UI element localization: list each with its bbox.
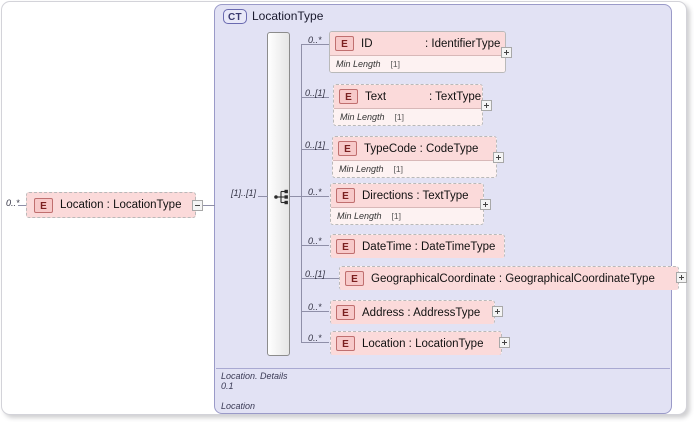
expand-toggle-id[interactable] xyxy=(501,47,512,58)
expand-toggle-address[interactable] xyxy=(492,306,503,317)
element-facet-id: Min Length [1] xyxy=(330,55,505,72)
sequence-icon xyxy=(274,189,288,205)
element-header-location: E Location : LocationType xyxy=(331,332,501,355)
cardinality-location: 0..* xyxy=(308,333,322,343)
connector-to-text xyxy=(301,97,329,98)
element-badge-icon: E xyxy=(336,305,355,320)
element-badge-icon: E xyxy=(345,271,364,286)
annotation-divider xyxy=(216,368,670,369)
complex-type-badge-icon: CT xyxy=(223,9,247,24)
facet-name: Min Length xyxy=(336,59,381,69)
element-facet-typecode: Min Length [1] xyxy=(333,160,496,177)
element-header-datetime: E DateTime : DateTimeType xyxy=(331,235,504,258)
element-box-directions[interactable]: E Directions : TextType Min Length [1] xyxy=(330,183,484,225)
element-box-geographicalcoordinate[interactable]: E GeographicalCoordinate : GeographicalC… xyxy=(339,266,679,290)
connector-root-to-type xyxy=(203,205,215,206)
connector-to-directions xyxy=(301,196,329,197)
complex-type-title: LocationType xyxy=(252,9,324,23)
cardinality-datetime: 0..* xyxy=(308,236,322,246)
root-cardinality: 0..* xyxy=(6,198,20,208)
element-box-address[interactable]: E Address : AddressType xyxy=(330,300,495,324)
element-name: Text xyxy=(365,90,387,103)
connector-root-stub xyxy=(18,205,26,206)
expand-toggle-location[interactable] xyxy=(499,337,510,348)
element-box-typecode[interactable]: E TypeCode : CodeType Min Length [1] xyxy=(332,136,497,178)
connector-group-to-trunk xyxy=(290,196,302,197)
element-box-location-child[interactable]: E Location : LocationType xyxy=(330,331,502,355)
annotation-line-3: Location xyxy=(221,401,256,411)
element-name: Directions : TextType xyxy=(362,189,469,202)
element-box-location-root[interactable]: E Location : LocationType xyxy=(26,192,196,218)
element-header-directions: E Directions : TextType xyxy=(331,184,483,207)
collapse-toggle-root[interactable] xyxy=(192,200,203,211)
facet-name: Min Length xyxy=(337,211,382,221)
connector-to-location xyxy=(301,342,329,343)
cardinality-geocoord: 0..[1] xyxy=(305,269,326,279)
element-name: GeographicalCoordinate : GeographicalCoo… xyxy=(371,272,655,285)
facet-name: Min Length xyxy=(340,112,385,122)
element-badge-icon: E xyxy=(336,239,355,254)
element-name: Address : AddressType xyxy=(362,306,481,319)
annotation-line-2: 0.1 xyxy=(221,381,234,391)
element-name: Location : LocationType xyxy=(362,337,484,350)
connector-trunk xyxy=(301,44,302,342)
cardinality-text: 0..[1] xyxy=(305,88,326,98)
element-box-text[interactable]: E Text : TextType Min Length [1] xyxy=(333,84,483,126)
facet-value: [1] xyxy=(393,164,403,174)
facet-value: [1] xyxy=(391,211,401,221)
element-type: : TextType xyxy=(429,90,482,103)
element-badge-icon: E xyxy=(335,36,354,51)
element-name: TypeCode : CodeType xyxy=(364,142,479,155)
expand-toggle-directions[interactable] xyxy=(480,199,491,210)
element-badge-icon: E xyxy=(339,89,358,104)
group-cardinality: [1]..[1] xyxy=(231,188,257,198)
cardinality-typecode: 0..[1] xyxy=(305,140,326,150)
element-facet-directions: Min Length [1] xyxy=(331,207,483,224)
element-label: Location : LocationType xyxy=(60,199,182,211)
element-badge-icon: E xyxy=(338,141,357,156)
expand-toggle-text[interactable] xyxy=(481,100,492,111)
element-badge-icon: E xyxy=(336,188,355,203)
cardinality-directions: 0..* xyxy=(308,187,322,197)
element-header-text: E Text : TextType xyxy=(334,85,482,108)
element-header-geocoord: E GeographicalCoordinate : GeographicalC… xyxy=(340,267,678,290)
cardinality-address: 0..* xyxy=(308,302,322,312)
element-name: DateTime : DateTimeType xyxy=(362,240,496,253)
connector-to-datetime xyxy=(301,245,329,246)
connector-type-to-group xyxy=(258,196,268,197)
element-facet-text: Min Length [1] xyxy=(334,108,482,125)
element-badge-icon: E xyxy=(336,336,355,351)
element-badge-icon: E xyxy=(34,197,53,213)
element-box-id[interactable]: E ID : IdentifierType Min Length [1] xyxy=(329,31,506,73)
model-group-bar[interactable] xyxy=(267,32,290,356)
element-header-address: E Address : AddressType xyxy=(331,301,494,324)
expand-toggle-geocoord[interactable] xyxy=(676,272,687,283)
facet-name: Min Length xyxy=(339,164,384,174)
facet-value: [1] xyxy=(394,112,404,122)
element-header-id: E ID : IdentifierType xyxy=(330,32,505,55)
expand-toggle-typecode[interactable] xyxy=(493,152,504,163)
element-type: : IdentifierType xyxy=(425,37,501,50)
connector-to-geocoord xyxy=(301,278,341,279)
cardinality-id: 0..* xyxy=(308,35,322,45)
connector-to-id xyxy=(301,44,329,45)
facet-value: [1] xyxy=(390,59,400,69)
element-box-datetime[interactable]: E DateTime : DateTimeType xyxy=(330,234,505,258)
element-header-typecode: E TypeCode : CodeType xyxy=(333,137,496,160)
annotation-line-1: Location. Details xyxy=(221,371,288,381)
connector-to-typecode xyxy=(301,149,329,150)
connector-to-address xyxy=(301,311,329,312)
element-name: ID xyxy=(361,37,373,50)
